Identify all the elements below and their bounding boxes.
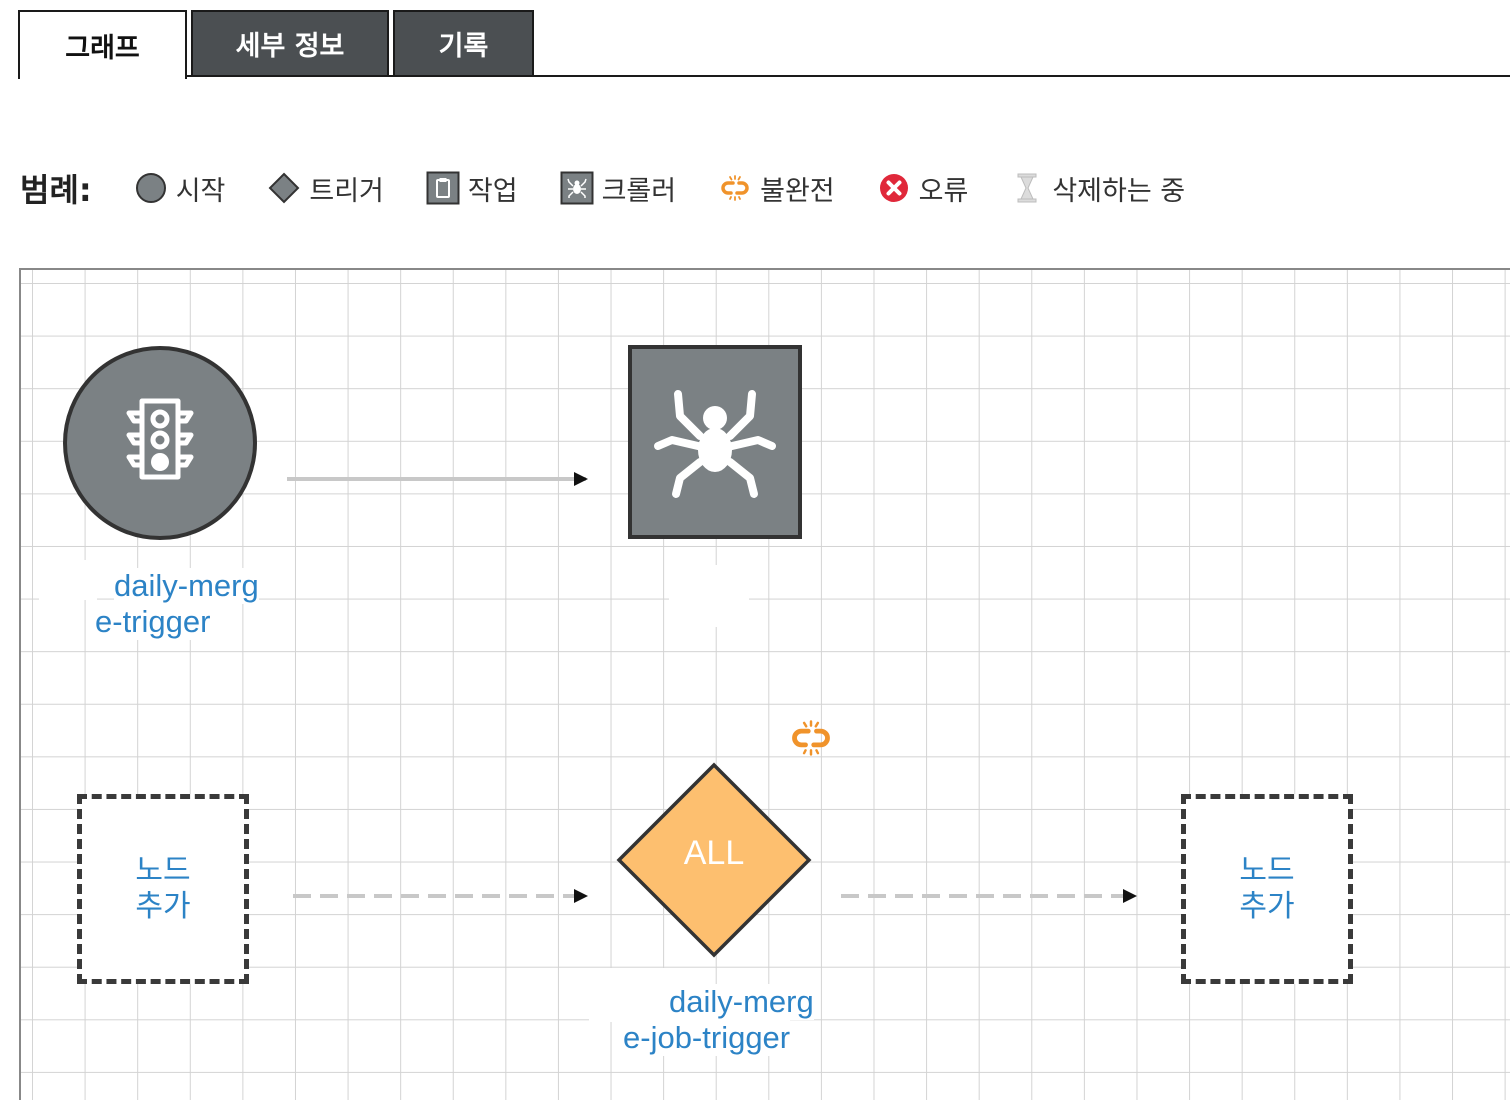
- legend-item-incomplete: 불완전: [718, 169, 835, 208]
- trigger-node-label-line1[interactable]: daily-merg: [669, 984, 814, 1020]
- spider-icon: [560, 171, 594, 205]
- legend-item-error: 오류: [877, 169, 969, 208]
- diamond-shape: [616, 762, 812, 958]
- tab-history[interactable]: 기록: [393, 10, 534, 77]
- legend-label: 크롤러: [601, 175, 677, 207]
- legend-label: 오류: [918, 175, 969, 207]
- add-node-button-left[interactable]: 노드 추가: [77, 794, 249, 984]
- legend-title: 범례:: [20, 171, 92, 209]
- legend-item-start: 시작: [134, 169, 226, 208]
- diamond-icon: [267, 171, 301, 205]
- label-background: [39, 560, 97, 600]
- broken-link-icon[interactable]: [789, 716, 833, 760]
- crawler-node[interactable]: [628, 345, 802, 539]
- label-background: [589, 968, 669, 1022]
- trigger-node-text: ALL: [683, 834, 745, 872]
- legend-label: 시작: [175, 175, 226, 207]
- legend-item-trigger: 트리거: [267, 169, 384, 208]
- tab-bar: 그래프 세부 정보 기록: [18, 10, 1510, 79]
- hourglass-icon: [1010, 171, 1044, 205]
- tab-details[interactable]: 세부 정보: [191, 10, 389, 77]
- legend-label: 트리거: [309, 175, 384, 207]
- traffic-light-icon: [120, 393, 200, 493]
- tab-graph[interactable]: 그래프: [18, 10, 187, 79]
- legend-item-deleting: 삭제하는 중: [1010, 169, 1185, 208]
- spider-icon: [650, 380, 780, 504]
- trigger-node-label-line2[interactable]: e-job-trigger: [623, 1020, 791, 1056]
- graph-canvas[interactable]: daily-merg e-trigger: [19, 268, 1510, 1100]
- add-node-label-line2: 추가: [1239, 889, 1295, 924]
- add-node-label-line1: 노드: [1239, 853, 1295, 888]
- start-node[interactable]: [63, 346, 257, 540]
- trigger-node[interactable]: ALL: [616, 762, 812, 958]
- add-node-label-line2: 추가: [135, 889, 191, 924]
- circle-icon: [134, 171, 168, 205]
- legend-label: 불완전: [760, 175, 835, 207]
- legend: 범례: 시작 트리거 작업: [20, 160, 1227, 216]
- add-node-label-line1: 노드: [135, 853, 191, 888]
- tab-bar-baseline: [18, 75, 1510, 77]
- legend-label: 작업: [467, 175, 518, 207]
- start-node-label-line2[interactable]: e-trigger: [95, 604, 211, 640]
- start-node-label-line1[interactable]: daily-merg: [114, 568, 259, 604]
- clipboard-icon: [426, 171, 460, 205]
- legend-item-crawler: 크롤러: [560, 169, 677, 208]
- legend-label: 삭제하는 중: [1052, 175, 1186, 207]
- broken-link-icon: [718, 171, 752, 205]
- legend-item-job: 작업: [426, 169, 518, 208]
- add-node-button-right[interactable]: 노드 추가: [1181, 794, 1353, 984]
- label-background: [669, 565, 749, 627]
- error-icon: [877, 171, 911, 205]
